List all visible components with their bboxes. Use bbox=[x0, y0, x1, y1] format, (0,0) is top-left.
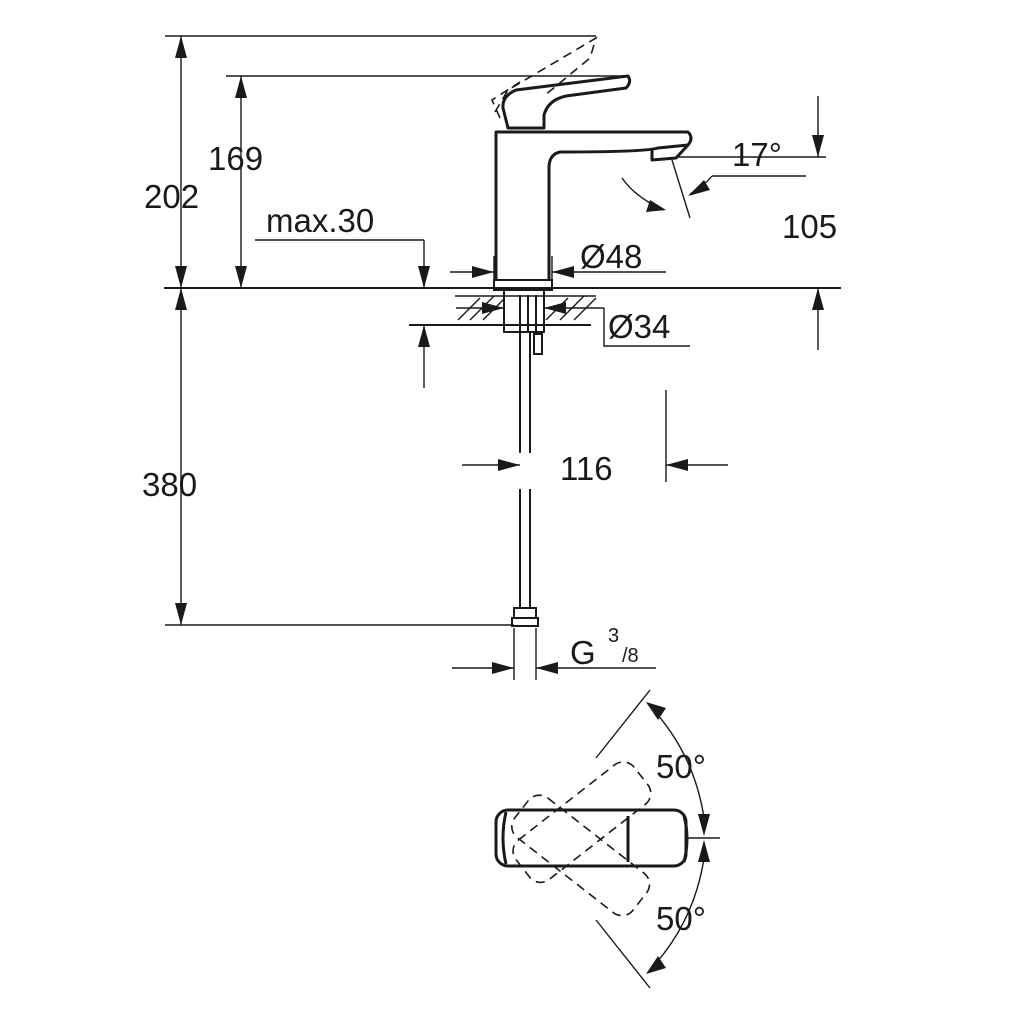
arrow-105-top bbox=[812, 135, 824, 157]
arrow-202-bottom bbox=[175, 266, 187, 288]
label-105: 105 bbox=[782, 208, 837, 245]
faucet-top-view: 50° 50° bbox=[494, 689, 720, 989]
leader-d34 bbox=[603, 308, 690, 347]
handle-rotated-left bbox=[512, 761, 652, 884]
lever-handle bbox=[501, 74, 632, 130]
dimension-169: 169 bbox=[208, 75, 628, 288]
hose-fitting bbox=[513, 607, 537, 619]
label-d48: Ø48 bbox=[580, 238, 642, 275]
dimension-380: 380 bbox=[142, 288, 514, 626]
dimension-max30: max.30 bbox=[255, 202, 430, 388]
arrow-thread-right bbox=[536, 662, 558, 674]
arrow-arc-top-b bbox=[698, 814, 710, 836]
arrow-arc-top-a bbox=[646, 702, 666, 720]
counter-top bbox=[164, 287, 841, 326]
handle-top-detail bbox=[501, 811, 689, 865]
label-thread-g: G bbox=[570, 634, 596, 671]
dimension-116: 116 bbox=[462, 390, 728, 487]
label-angle-bottom: 50° bbox=[656, 900, 706, 937]
arrow-17deg-left bbox=[646, 200, 666, 212]
arrow-max30-bottom bbox=[418, 325, 430, 347]
arrow-thread-left bbox=[492, 662, 514, 674]
arrow-105-bottom bbox=[812, 288, 824, 310]
arrow-d34-left bbox=[482, 302, 504, 314]
label-max30: max.30 bbox=[266, 202, 374, 239]
arrow-max30-top bbox=[418, 266, 430, 288]
arrow-116-right bbox=[666, 459, 688, 471]
dimension-thread: G 3 /8 bbox=[452, 625, 656, 680]
dimension-17deg: 17° bbox=[621, 136, 826, 219]
arrow-d48-left bbox=[472, 266, 494, 278]
angle-line-17deg bbox=[671, 159, 691, 219]
label-angle-top: 50° bbox=[656, 748, 706, 785]
lock-nut bbox=[533, 333, 543, 355]
arrow-202-top bbox=[175, 36, 187, 58]
arrow-arc-bottom-a bbox=[698, 840, 710, 862]
dimension-d48: Ø48 bbox=[450, 238, 666, 280]
label-380: 380 bbox=[142, 466, 197, 503]
hose-nut bbox=[511, 617, 539, 627]
arrow-169-bottom bbox=[235, 266, 247, 288]
label-thread-numerator: 3 bbox=[608, 625, 619, 647]
dimension-d34: Ø34 bbox=[456, 302, 690, 347]
arrow-d48-right bbox=[552, 266, 574, 278]
arrow-17deg-right bbox=[688, 180, 710, 196]
label-17deg: 17° bbox=[732, 136, 782, 173]
dimension-105: 105 bbox=[782, 96, 837, 350]
lever-handle-raised bbox=[490, 36, 598, 119]
faucet-side-view bbox=[490, 36, 693, 627]
label-169: 169 bbox=[208, 140, 263, 177]
mounting-shank bbox=[503, 289, 545, 333]
arrow-arc-bottom-b bbox=[646, 956, 666, 974]
label-116: 116 bbox=[560, 450, 613, 487]
dimension-202: 202 bbox=[144, 35, 596, 288]
faucet-body-outline bbox=[494, 130, 693, 280]
spout-outlet bbox=[650, 143, 690, 162]
axis-line-top bbox=[595, 689, 651, 759]
axis-line-bottom bbox=[595, 919, 651, 989]
label-thread-denominator: /8 bbox=[622, 645, 639, 667]
label-202: 202 bbox=[144, 178, 199, 215]
handle-rotated-right bbox=[511, 794, 651, 917]
arrow-169-top bbox=[235, 76, 247, 98]
arrow-d34-right bbox=[544, 302, 566, 314]
arrow-380-bottom bbox=[175, 603, 187, 625]
arrow-116-left bbox=[498, 459, 520, 471]
handle-top-solid bbox=[494, 808, 688, 868]
label-d34: Ø34 bbox=[608, 308, 670, 345]
arrow-380-top bbox=[175, 288, 187, 310]
